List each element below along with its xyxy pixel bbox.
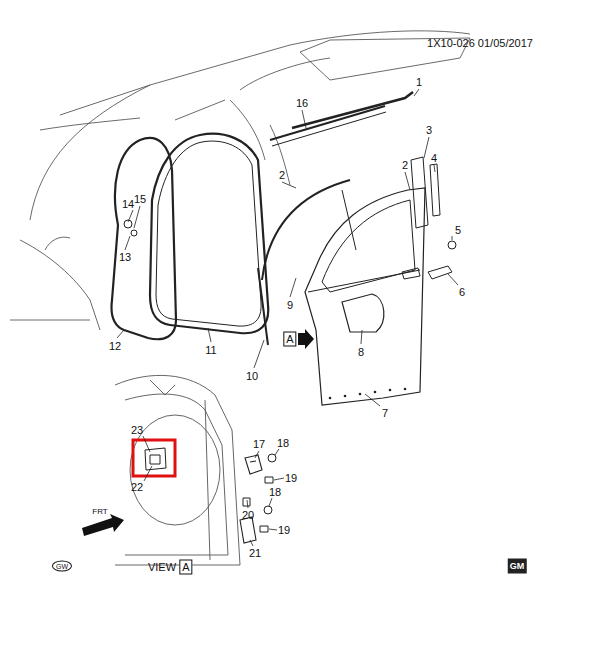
callout-number: 16 [296, 98, 308, 109]
callout-number: 14 [122, 199, 134, 210]
door-rivets [329, 388, 407, 400]
door-opening-view [115, 375, 240, 565]
callout-number: 13 [119, 252, 131, 263]
handle-cap [448, 241, 456, 249]
upper-hinge [245, 455, 262, 474]
door-belt [308, 270, 420, 292]
door-handle [428, 266, 452, 279]
callout-number: 8 [358, 347, 364, 358]
callout-number: 18 [277, 438, 289, 449]
outside-mirror [342, 294, 384, 332]
callout-number: 2 [402, 160, 408, 171]
vehicle-body [10, 31, 470, 330]
callout-number: 11 [205, 345, 216, 356]
callout-number: 10 [246, 371, 258, 382]
callout-number: 19 [278, 525, 290, 536]
body-seal [112, 138, 177, 339]
callout-number: 1 [416, 77, 422, 88]
applique [430, 164, 440, 216]
logo-mark: GM [508, 559, 527, 574]
front-arrow [82, 514, 124, 536]
door-window-frame [322, 200, 415, 292]
callout-number: 6 [459, 287, 465, 298]
reveal-molding [270, 106, 385, 140]
door-check [243, 498, 250, 506]
view-letter: A [283, 332, 296, 347]
belt-molding [292, 92, 413, 128]
highlight-box [133, 440, 175, 476]
callout-number: 3 [426, 125, 432, 136]
callout-number: 17 [253, 439, 265, 450]
door-seal [156, 141, 261, 326]
door-seal [150, 134, 268, 334]
callout-number: 2 [279, 170, 285, 181]
callout-number: 22 [131, 482, 143, 493]
callout-number: 4 [431, 153, 437, 164]
callout-number: 20 [242, 510, 254, 521]
callout-number: 18 [269, 487, 281, 498]
view-arrow [298, 329, 314, 349]
callout-number: 7 [382, 408, 388, 419]
callout-number: 21 [249, 548, 261, 559]
callout-number: 15 [134, 194, 146, 205]
weatherstrip [258, 268, 268, 345]
callout-number: 9 [287, 300, 293, 311]
callout-number: 19 [285, 473, 297, 484]
front-indicator: FRT [92, 508, 107, 516]
door-handle [402, 268, 420, 279]
door-window-frame [342, 190, 356, 250]
seal-clip [124, 220, 137, 236]
callout-number: 12 [109, 341, 121, 352]
diagram-code: 1X10-026 01/05/2017 [427, 38, 533, 49]
door-shell [305, 188, 425, 405]
logo-mark: GW [52, 561, 72, 572]
leader-lines [117, 89, 458, 546]
view-letter: A [179, 560, 192, 575]
callout-number: 23 [131, 425, 143, 436]
hinge-detail [145, 448, 166, 470]
callout-number: VIEW [148, 562, 176, 573]
lower-hinge [240, 517, 256, 543]
callout-number: 5 [455, 225, 461, 236]
